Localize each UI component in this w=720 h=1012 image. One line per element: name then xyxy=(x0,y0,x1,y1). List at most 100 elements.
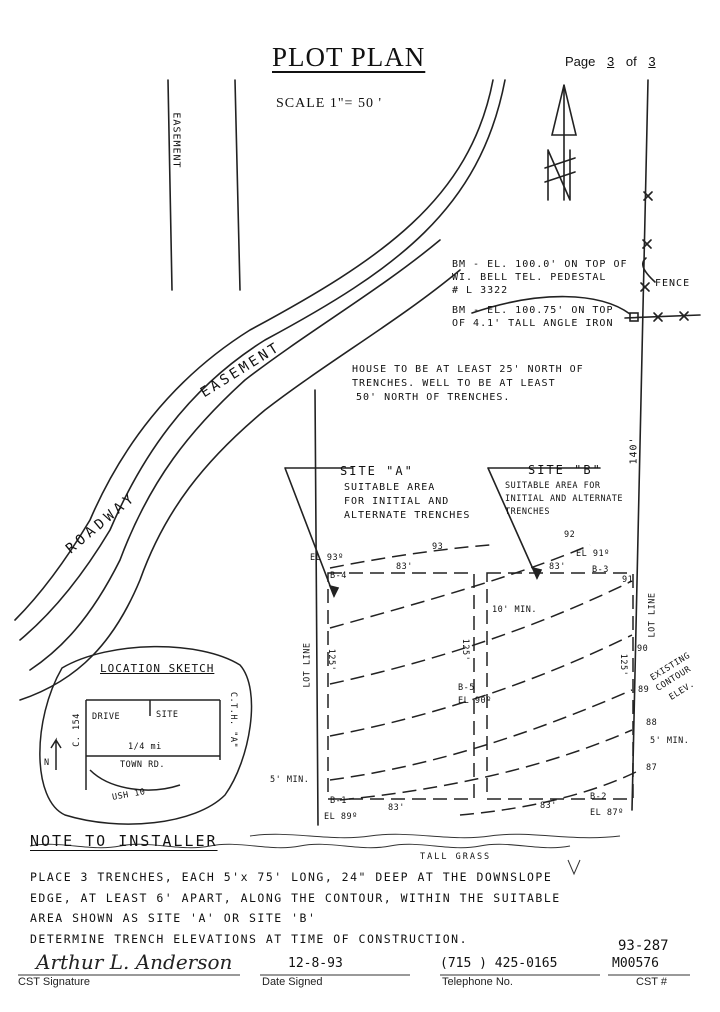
fence-marks xyxy=(640,191,653,292)
sketch-ush10 xyxy=(89,769,181,791)
fence-arrow xyxy=(641,257,656,283)
site-b-desc-1: SUITABLE AREA FOR xyxy=(505,481,601,491)
page-total: 3 xyxy=(648,54,656,69)
dimension-125-a: 125' xyxy=(326,648,337,672)
contour-90 xyxy=(329,634,633,737)
dimension-5-min-right: 5' MIN. xyxy=(650,736,690,746)
site-b-desc-3: TRENCHES xyxy=(505,507,550,517)
contour-87 xyxy=(459,769,641,816)
location-sketch-title: LOCATION SKETCH xyxy=(100,662,215,675)
house-note-line-2: TRENCHES. WELL TO BE AT LEAST xyxy=(352,378,556,389)
dimension-10-min: 10' MIN. xyxy=(492,605,537,615)
site-a-desc-2: FOR INITIAL AND xyxy=(344,496,450,507)
dimension-83-bottom-a: 83' xyxy=(388,803,405,813)
fence-x-marks xyxy=(653,311,689,322)
date-value: 12-8-93 xyxy=(288,956,343,971)
easement-line-left xyxy=(167,79,173,291)
elevation-89: EL 89º xyxy=(324,812,358,822)
contour-92 xyxy=(329,544,591,629)
site-b-title: SITE "B" xyxy=(528,463,602,477)
cst-signature: Arthur L. Anderson xyxy=(36,950,233,974)
tall-grass-label: TALL GRASS xyxy=(420,852,492,862)
location-site-label: SITE xyxy=(156,710,179,720)
easement-vertical-label: EASEMENT xyxy=(170,112,182,169)
site-a-area xyxy=(327,572,475,800)
easement-edge xyxy=(19,269,461,701)
contour-label-88: 88 xyxy=(646,718,658,728)
lot-line-left-label: LOT LINE xyxy=(302,642,313,688)
grass-line-1 xyxy=(29,843,571,849)
north-symbol xyxy=(547,149,571,201)
benchmark-2-line-1: BM - EL. 100.75' ON TOP xyxy=(452,305,614,316)
elevation-91: EL 91º xyxy=(576,549,610,559)
elevation-93: EL 93º xyxy=(310,553,344,563)
sketch-north-arrow xyxy=(50,737,62,770)
easement-line-right xyxy=(234,79,241,291)
cst-number-label: CST # xyxy=(636,976,667,988)
location-drive-label: DRIVE xyxy=(92,712,121,722)
dimension-125-b: 125' xyxy=(460,638,471,662)
house-note-line-1: HOUSE TO BE AT LEAST 25' NORTH OF xyxy=(352,364,584,375)
contour-89 xyxy=(329,689,633,781)
lot-line-left xyxy=(314,389,319,826)
lot-line-right-label: LOT LINE xyxy=(647,592,658,638)
house-note-line-3: 50' NORTH OF TRENCHES. xyxy=(356,392,511,403)
contour-91 xyxy=(329,580,633,685)
boring-b1: B-1 xyxy=(330,796,347,806)
contour-label-87: 87 xyxy=(646,763,658,773)
site-a-leader xyxy=(284,467,353,597)
contour-label-89: 89 xyxy=(638,685,650,695)
location-north-label: N xyxy=(44,758,50,768)
elevation-87: EL 87º xyxy=(590,808,624,818)
dimension-83-top-b: 83' xyxy=(549,562,566,572)
dimension-83-bottom-b: 83' xyxy=(540,801,557,811)
site-b-leader xyxy=(487,467,601,579)
contour-label-93: 93 xyxy=(432,542,444,552)
page-indicator: Page 3 of 3 xyxy=(565,54,664,69)
contour-label-91: 91 xyxy=(622,575,634,585)
boring-b5: B-5 xyxy=(458,683,475,693)
benchmark-1-line-1: BM - EL. 100.0' ON TOP OF xyxy=(452,259,628,270)
benchmark-1-line-2: WI. BELL TEL. PEDESTAL xyxy=(452,272,607,283)
site-b-area xyxy=(486,572,634,800)
phone-value: (715 ) 425-0165 xyxy=(440,956,558,971)
lot-line-right xyxy=(631,79,649,811)
dimension-5-min-left: 5' MIN. xyxy=(270,775,310,785)
leader-arrowheads xyxy=(328,566,543,598)
bm-arrow xyxy=(471,295,631,315)
benchmark-1-line-3: # L 3322 xyxy=(452,285,509,296)
page-title: PLOT PLAN xyxy=(272,42,426,72)
roadway-edge-2 xyxy=(19,79,506,641)
cst-number-value: M00576 xyxy=(612,956,659,971)
fence-line xyxy=(624,314,701,319)
file-number: 93-287 xyxy=(618,938,669,954)
date-label: Date Signed xyxy=(262,976,323,988)
site-a-desc-1: SUITABLE AREA xyxy=(344,482,436,493)
elevation-90: EL 90º xyxy=(458,696,492,706)
location-distance-label: 1/4 mi xyxy=(128,742,162,752)
grass-arrow xyxy=(567,859,581,876)
location-ctha-label: C.T.H. "A" xyxy=(228,691,239,749)
contour-93 xyxy=(329,544,491,569)
fence-label: FENCE xyxy=(655,278,691,289)
angle-iron xyxy=(629,312,639,322)
contour-88 xyxy=(339,729,633,801)
contour-label-92: 92 xyxy=(564,530,576,540)
site-a-desc-3: ALTERNATE TRENCHES xyxy=(344,510,471,521)
page-label: Page xyxy=(565,54,596,69)
scale-label: SCALE 1"= 50 ' xyxy=(276,96,382,111)
page-current: 3 xyxy=(607,54,615,69)
location-154-label: C. 154 xyxy=(71,713,82,747)
note-title: NOTE TO INSTALLER xyxy=(30,832,218,850)
north-tick-1 xyxy=(544,157,576,169)
dimension-125-c: 125' xyxy=(618,653,629,677)
site-a-title: SITE "A" xyxy=(340,464,414,478)
benchmark-2-line-2: OF 4.1' TALL ANGLE IRON xyxy=(452,318,614,329)
note-line-3: AREA SHOWN AS SITE 'A' OR SITE 'B' xyxy=(30,911,317,925)
boring-b4: B-4 xyxy=(330,571,347,581)
north-tick-2 xyxy=(544,171,576,183)
boring-b3: B-3 xyxy=(592,565,609,575)
grass-line-2 xyxy=(249,833,621,839)
roadway-edge-1 xyxy=(14,79,494,621)
